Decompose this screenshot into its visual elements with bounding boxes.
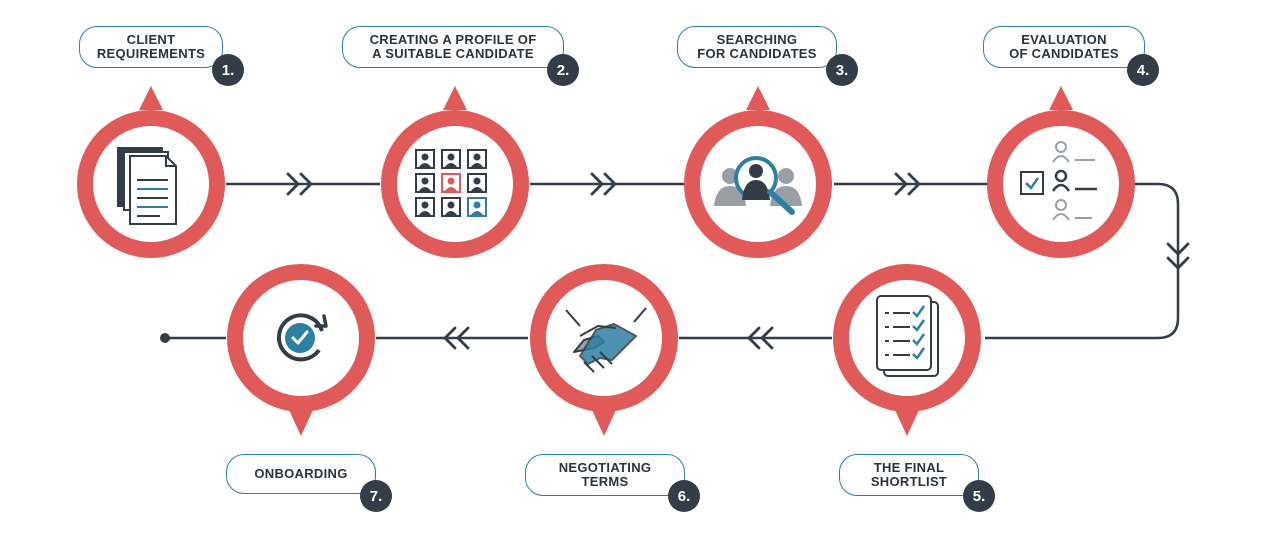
- handshake-icon: [565, 307, 647, 373]
- step-5-label: THE FINAL SHORTLIST: [839, 454, 979, 496]
- step-5-label-text: THE FINAL SHORTLIST: [870, 460, 948, 489]
- step-6-label: NEGOTIATING TERMS: [525, 454, 685, 496]
- end-dot: [160, 333, 170, 343]
- chevron-left-icon: [443, 326, 470, 350]
- step-3-label: SEARCHING FOR CANDIDATES: [677, 26, 837, 68]
- step-3-label-text: SEARCHING FOR CANDIDATES: [697, 32, 817, 61]
- step-5-number-badge: 5.: [963, 480, 995, 512]
- step-2-number-badge: 2.: [547, 54, 579, 86]
- document-stack-icon: [117, 147, 177, 225]
- chevron-right-icon: [894, 172, 921, 196]
- step-6-number-badge: 6.: [668, 480, 700, 512]
- connector-lines: [165, 182, 1180, 340]
- check-refresh-icon: [277, 313, 328, 362]
- chevron-right-icon: [590, 172, 617, 196]
- magnifier-person-icon: [714, 156, 802, 215]
- chevron-arrows: [286, 172, 1190, 350]
- step-6-label-text: NEGOTIATING TERMS: [558, 460, 652, 489]
- step-1-number-badge: 1.: [212, 54, 244, 86]
- step-4-label: EVALUATION OF CANDIDATES: [983, 26, 1145, 68]
- step-7-number-badge: 7.: [360, 480, 392, 512]
- checklist-people-icon: [1020, 141, 1097, 221]
- step-1-label: CLIENT REQUIREMENTS: [79, 26, 223, 68]
- step-4-number-badge: 4.: [1127, 54, 1159, 86]
- chevron-down-icon: [1166, 242, 1190, 270]
- step-2-label-text: CREATING A PROFILE OF A SUITABLE CANDIDA…: [369, 32, 537, 61]
- step-1-marker: [77, 86, 225, 258]
- step-3-marker: [684, 86, 832, 258]
- step-7-label: ONBOARDING: [226, 454, 376, 494]
- step-7-marker: [227, 264, 375, 436]
- chevron-right-icon: [286, 172, 313, 196]
- step-6-marker: [530, 264, 678, 436]
- step-5-marker: [833, 264, 981, 436]
- step-2-label: CREATING A PROFILE OF A SUITABLE CANDIDA…: [342, 26, 564, 68]
- chevron-left-icon: [747, 326, 774, 350]
- profile-grid-icon: [415, 149, 487, 217]
- step-3-number-badge: 3.: [826, 54, 858, 86]
- step-4-label-text: EVALUATION OF CANDIDATES: [1009, 32, 1119, 61]
- step-2-marker: [381, 86, 529, 258]
- shortlist-icon: [876, 295, 939, 377]
- step-7-label-text: ONBOARDING: [254, 466, 348, 481]
- step-1-label-text: CLIENT REQUIREMENTS: [96, 32, 206, 61]
- step-4-marker: [987, 86, 1135, 258]
